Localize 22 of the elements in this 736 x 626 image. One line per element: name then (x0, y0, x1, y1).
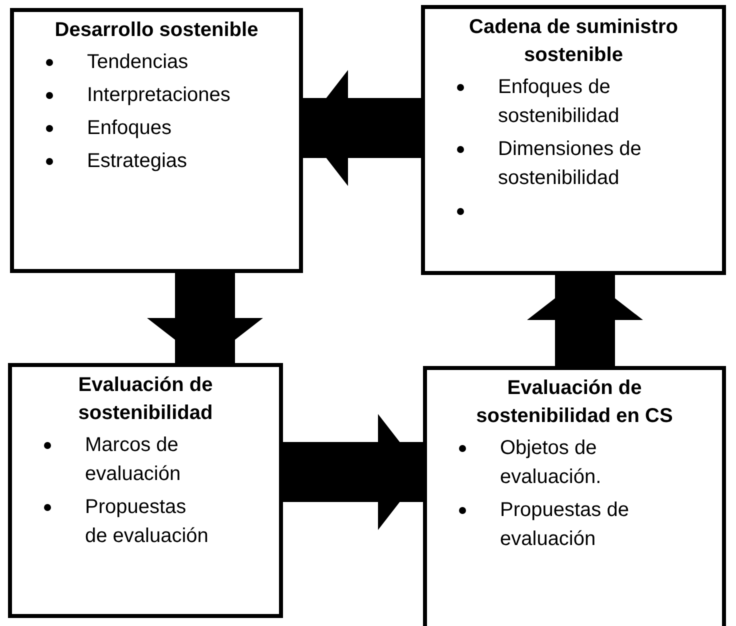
list-item: Dimensiones de sostenibilidad (498, 137, 642, 191)
block-arrow (303, 70, 421, 186)
list-item: Enfoques (87, 116, 172, 141)
text-box (421, 5, 726, 275)
box-heading: Desarrollo sostenible (54, 18, 260, 43)
text-box (423, 366, 726, 626)
text-box (8, 363, 283, 618)
list-item: Estrategias (87, 149, 188, 174)
list-item: Enfoques de sostenibilidad (498, 75, 620, 129)
box-heading: Evaluación de sostenibilidad (77, 373, 214, 426)
list-item: Marcos de evaluación (85, 433, 182, 487)
list-item: Tendencias (87, 50, 188, 75)
block-arrow (527, 275, 643, 366)
box-heading: Cadena de suministro sostenible (468, 15, 679, 68)
list-item: Propuestas de evaluación (500, 498, 630, 552)
list-item: Objetos de evaluación. (500, 436, 602, 490)
list-item: Interpretaciones (87, 83, 230, 108)
box-heading: Evaluación de sostenibilidad en CS (475, 376, 674, 429)
list-item: Propuestas de evaluación (85, 495, 210, 549)
block-arrow (283, 414, 423, 530)
block-arrow (147, 273, 263, 363)
text-box (10, 8, 303, 273)
